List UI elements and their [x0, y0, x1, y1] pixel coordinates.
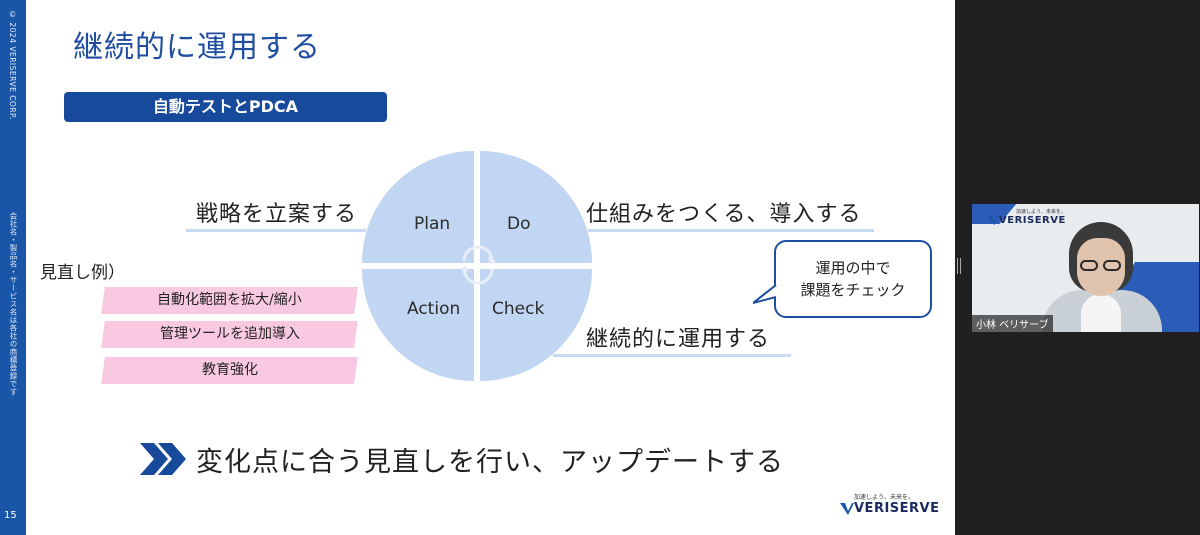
page-number: 15: [4, 510, 17, 521]
slide-logo: 加速しよう、未来を。 VERISERVE: [840, 492, 939, 516]
slide: © 2024 VERISERVE CORP. 会社名・製品名・サービス名は各社の…: [0, 0, 955, 535]
video-logo-tagline: 加速しよう、未来を。: [1016, 209, 1067, 215]
check-label: Check: [492, 299, 545, 319]
slide-sidebar: © 2024 VERISERVE CORP. 会社名・製品名・サービス名は各社の…: [0, 0, 26, 535]
conclusion-text: 変化点に合う見直しを行い、アップデートする: [196, 447, 784, 478]
logo-tagline: 加速しよう、未来を。: [854, 494, 915, 501]
video-logo: 加速しよう、未来を。 VERISERVE: [988, 208, 1066, 226]
plan-line: [186, 229, 366, 232]
section-label: 自動テストとPDCA: [64, 92, 387, 122]
participant-shirt: [1081, 294, 1121, 332]
double-chevron-icon: [140, 443, 186, 475]
check-text: 継続的に運用する: [586, 327, 771, 352]
disclaimer-text: 会社名・製品名・サービス名は各社の商標登録です: [9, 212, 18, 396]
video-logo-name: VERISERVE: [999, 215, 1066, 226]
glasses-icon: [1080, 260, 1098, 271]
slide-title: 継続的に運用する: [73, 30, 321, 65]
logo-name: VERISERVE: [854, 501, 940, 516]
review-item: 管理ツールを追加導入: [101, 321, 358, 348]
review-item: 教育強化: [101, 357, 358, 384]
participant-video[interactable]: 加速しよう、未来を。 VERISERVE 小林 ベリサーブ: [972, 204, 1199, 332]
do-line: [588, 229, 874, 232]
check-line: [553, 354, 791, 357]
panel-resize-handle[interactable]: [957, 258, 961, 274]
review-heading: 見直し例）: [40, 263, 125, 283]
plan-text: 戦略を立案する: [196, 202, 358, 227]
veriserve-logo-icon: [988, 215, 999, 226]
veriserve-logo-icon: [840, 502, 854, 515]
bubble-line-1: 運用の中で: [815, 259, 891, 277]
do-label: Do: [507, 214, 531, 234]
action-label: Action: [407, 299, 461, 319]
glasses-icon: [1103, 260, 1121, 271]
copyright-text: © 2024 VERISERVE CORP.: [8, 10, 17, 120]
cycle-arrows-icon: [460, 245, 496, 285]
bubble-tail-icon: [753, 284, 777, 304]
do-text: 仕組みをつくる、導入する: [586, 202, 862, 227]
review-item: 自動化範囲を拡大/縮小: [101, 287, 358, 314]
bubble-line-2: 課題をチェック: [800, 281, 906, 299]
participant-name: 小林 ベリサーブ: [972, 315, 1053, 332]
speech-bubble: 運用の中で 課題をチェック: [774, 240, 932, 318]
plan-label: Plan: [414, 214, 451, 234]
